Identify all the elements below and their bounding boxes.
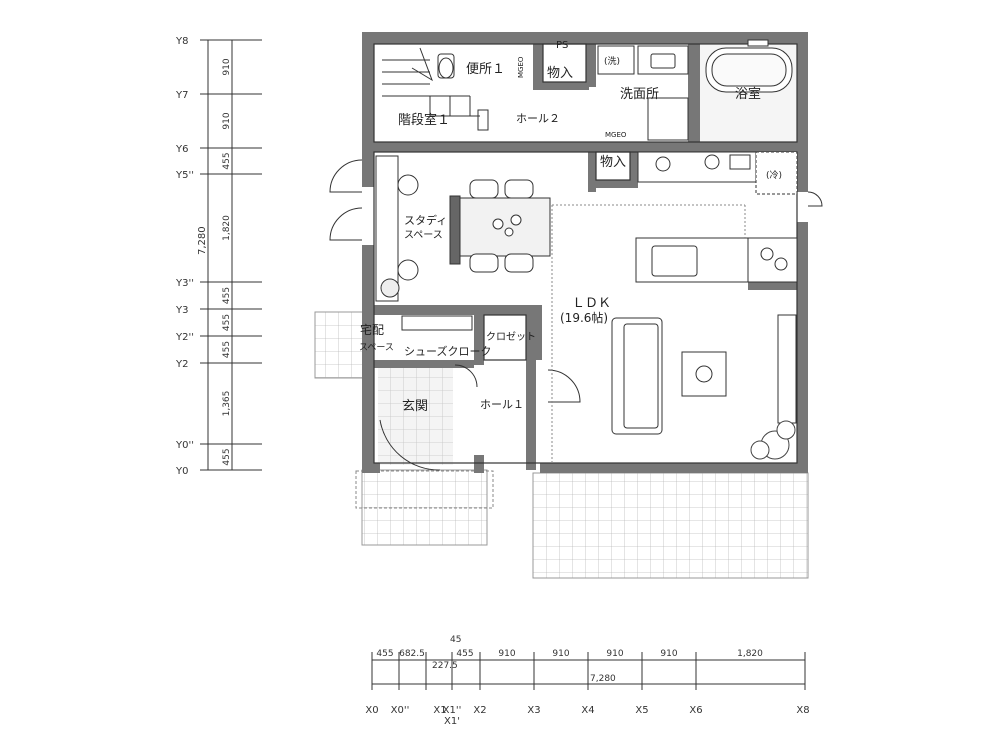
bottom-axis-label: X2: [473, 705, 486, 716]
study-label-1: スタディ: [404, 213, 447, 227]
terrace: [532, 472, 809, 579]
delivery-label-1: 宅配: [360, 322, 384, 337]
toilet-label: 便所１: [466, 62, 505, 77]
left-axis-label: Y0: [175, 466, 188, 477]
delivery-label-2: スペース: [359, 343, 394, 353]
left-axis-label: Y5'': [175, 170, 194, 181]
study-desk: [375, 155, 419, 302]
fridge-label: (冷): [766, 169, 782, 181]
bottom-dim-value: 682.5: [399, 649, 425, 659]
left-dimension-axis: [200, 39, 262, 471]
plant: [750, 420, 796, 460]
stair: [382, 47, 489, 131]
shoe-shelves: [401, 315, 473, 331]
kitchen-island: [635, 237, 798, 283]
left-axis-label: Y3: [175, 305, 188, 316]
walls: [362, 32, 808, 473]
dining-set: [449, 179, 551, 273]
stair-label: 階段室１: [398, 112, 450, 128]
tv-board: [777, 314, 797, 424]
left-dim-value: 455: [222, 152, 232, 169]
bottom-dim-value: 455: [376, 649, 393, 659]
bathtub: [705, 39, 793, 93]
porch-dashed: [355, 470, 494, 509]
left-axis-label: Y3'': [175, 278, 194, 289]
entrance-label: 玄関: [402, 399, 428, 414]
bottom-axis-label: X6: [689, 705, 702, 716]
inner-lines: [373, 43, 798, 464]
washroom-label: 洗面所: [620, 87, 659, 102]
left-dim-value: 455: [222, 314, 232, 331]
left-dim-value: 910: [222, 112, 232, 129]
left-axis-label: Y2: [175, 359, 188, 370]
left-dim-value: 910: [222, 58, 232, 75]
wash-machine-label: (洗): [604, 55, 620, 67]
bottom-dim-value: 910: [660, 649, 677, 659]
study-label-2: スペース: [404, 230, 443, 241]
bottom-axis-label: X1: [433, 705, 446, 716]
left-dim-value: 455: [222, 287, 232, 304]
bottom-dim-value: 910: [498, 649, 515, 659]
bottom-dim-value: 1,820: [737, 649, 763, 659]
bottom-axis-label: X4: [581, 705, 594, 716]
closet-label: クロゼット: [486, 331, 536, 343]
left-axis-label: Y0'': [175, 440, 194, 451]
mgeo-mid-label: MGEO: [605, 131, 627, 139]
bottom-small-dim-bottom: 227.5: [432, 661, 458, 671]
bottom-total-dim: 7,280: [590, 674, 616, 684]
bottom-axis-label: X3: [527, 705, 540, 716]
left-dim-value: 455: [222, 448, 232, 465]
delivery-outside: [314, 311, 366, 379]
washroom-fixtures: [597, 45, 689, 141]
entrance-floor: [378, 365, 453, 465]
kitchen-back-counter: [637, 151, 798, 195]
left-axis-label: Y2'': [175, 332, 194, 343]
bottom-axis-label: X8: [796, 705, 809, 716]
bottom-dim-value: 455: [456, 649, 473, 659]
bottom-axis-label: X0: [365, 705, 378, 716]
mgeo-top-label: MGEO: [517, 56, 525, 78]
left-axis-label: Y8: [175, 36, 188, 47]
bottom-axis-label: X1': [444, 716, 460, 727]
storage-kitchen-label: 物入: [600, 155, 626, 170]
sofa: [611, 317, 663, 435]
bottom-dim-value: 910: [552, 649, 569, 659]
bottom-axis-label: X1'': [443, 705, 462, 716]
ps-label: PS: [556, 40, 568, 51]
left-axis-label: Y6: [175, 144, 188, 155]
left-axis-label: Y7: [175, 90, 188, 101]
bottom-axis-label: X0'': [391, 705, 410, 716]
bottom-dim-value: 910: [606, 649, 623, 659]
hall2-label: ホール２: [516, 112, 560, 125]
ldk-label: ＬＤＫ: [572, 296, 611, 311]
hall1-label: ホール１: [480, 398, 524, 411]
left-dim-value: 1,365: [222, 391, 232, 417]
bottom-dimension-axis: [371, 652, 806, 690]
bath-label: 浴室: [735, 86, 761, 102]
left-total-dim: 7,280: [197, 226, 208, 255]
left-dim-value: 455: [222, 341, 232, 358]
bottom-axis-label: X5: [635, 705, 648, 716]
left-dim-value: 1,820: [222, 215, 232, 241]
ldk-area-label: (19.6帖): [560, 310, 608, 325]
living-table: [681, 351, 727, 397]
doors: [329, 159, 823, 471]
storage-top-label: 物入: [547, 66, 573, 81]
shoe-cloak-label: シューズクローク: [404, 344, 491, 358]
bottom-small-dim-top: 45: [450, 635, 461, 645]
toilet-fixture: [437, 53, 455, 79]
